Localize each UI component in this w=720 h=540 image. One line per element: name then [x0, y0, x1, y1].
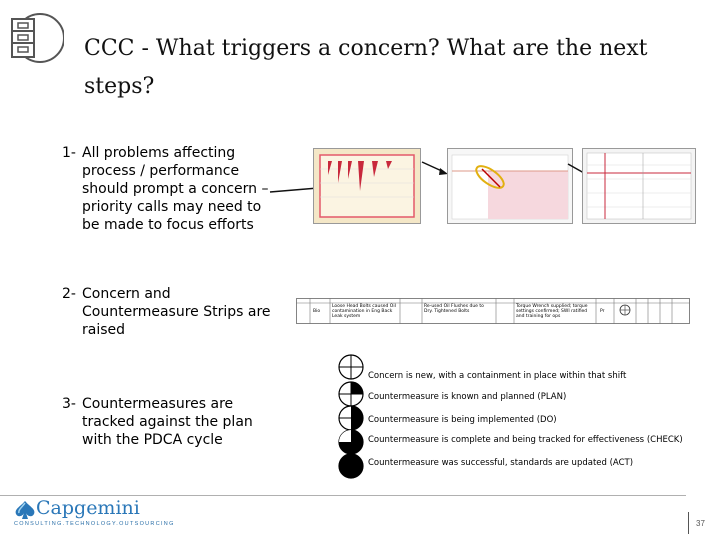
legend-text: Countermeasure is complete and being tra…	[368, 435, 683, 445]
strip-cell: Re-used Oil Flushes due to Dry. Tightene…	[424, 304, 484, 314]
legend-text: Countermeasure is being implemented (DO)	[368, 415, 557, 425]
legend-text: Countermeasure is known and planned (PLA…	[368, 392, 567, 402]
pdca-act-icon	[338, 453, 364, 479]
pointer-arrow-icon	[421, 161, 448, 175]
spade-icon	[15, 501, 35, 519]
step-number: 2-	[62, 286, 76, 302]
pdca-plan-icon	[338, 381, 364, 407]
performance-chart-photo	[582, 148, 696, 224]
step-2: 2- Concern and Countermeasure Strips are…	[62, 285, 292, 345]
strip-cell: Pr	[600, 309, 605, 314]
strip-cell: Bio	[313, 309, 321, 314]
brand-logo: Capgemini CONSULTING.TECHNOLOGY.OUTSOURC…	[10, 497, 173, 531]
page-title: CCC - What triggers a concern? What are …	[84, 36, 648, 99]
step-number: 1-	[62, 145, 76, 161]
strip-cell: Loose Head Bolts caused Oil contaminatio…	[332, 304, 396, 319]
legend-item: Concern is new, with a containment in pl…	[338, 354, 678, 381]
legend-item: Countermeasure was successful, standards…	[338, 453, 678, 479]
pdca-new-icon	[338, 354, 364, 380]
brand-tagline: CONSULTING.TECHNOLOGY.OUTSOURCING	[14, 521, 175, 527]
brand-name: Capgemini	[36, 497, 140, 519]
page-number: 37	[696, 519, 705, 528]
performance-chart-photo	[313, 148, 421, 224]
step-text: Countermeasures are tracked against the …	[82, 396, 253, 448]
legend-item: Countermeasure is known and planned (PLA…	[338, 381, 678, 407]
pdca-check-icon	[338, 429, 364, 455]
pdca-do-icon	[338, 405, 364, 431]
legend-text: Concern is new, with a containment in pl…	[368, 371, 627, 381]
strip-cell: Torque Wrench supplied; torque settings …	[516, 304, 588, 319]
logo-icon	[6, 12, 65, 64]
footer-divider	[0, 495, 686, 496]
step-1: 1- All problems affecting process / perf…	[62, 144, 292, 234]
legend-item: Countermeasure is being implemented (DO)	[338, 405, 678, 431]
step-text: All problems affecting process / perform…	[82, 145, 269, 233]
step-3: 3- Countermeasures are tracked against t…	[62, 395, 292, 455]
performance-chart-photo	[447, 148, 573, 224]
legend-text: Countermeasure was successful, standards…	[368, 458, 634, 468]
page-number-divider	[688, 512, 689, 534]
step-text: Concern and Countermeasure Strips are ra…	[82, 286, 271, 338]
step-number: 3-	[62, 396, 76, 412]
countermeasure-strip: Loose Head Bolts caused Oil contaminatio…	[296, 298, 690, 324]
legend-item: Countermeasure is complete and being tra…	[338, 429, 683, 455]
